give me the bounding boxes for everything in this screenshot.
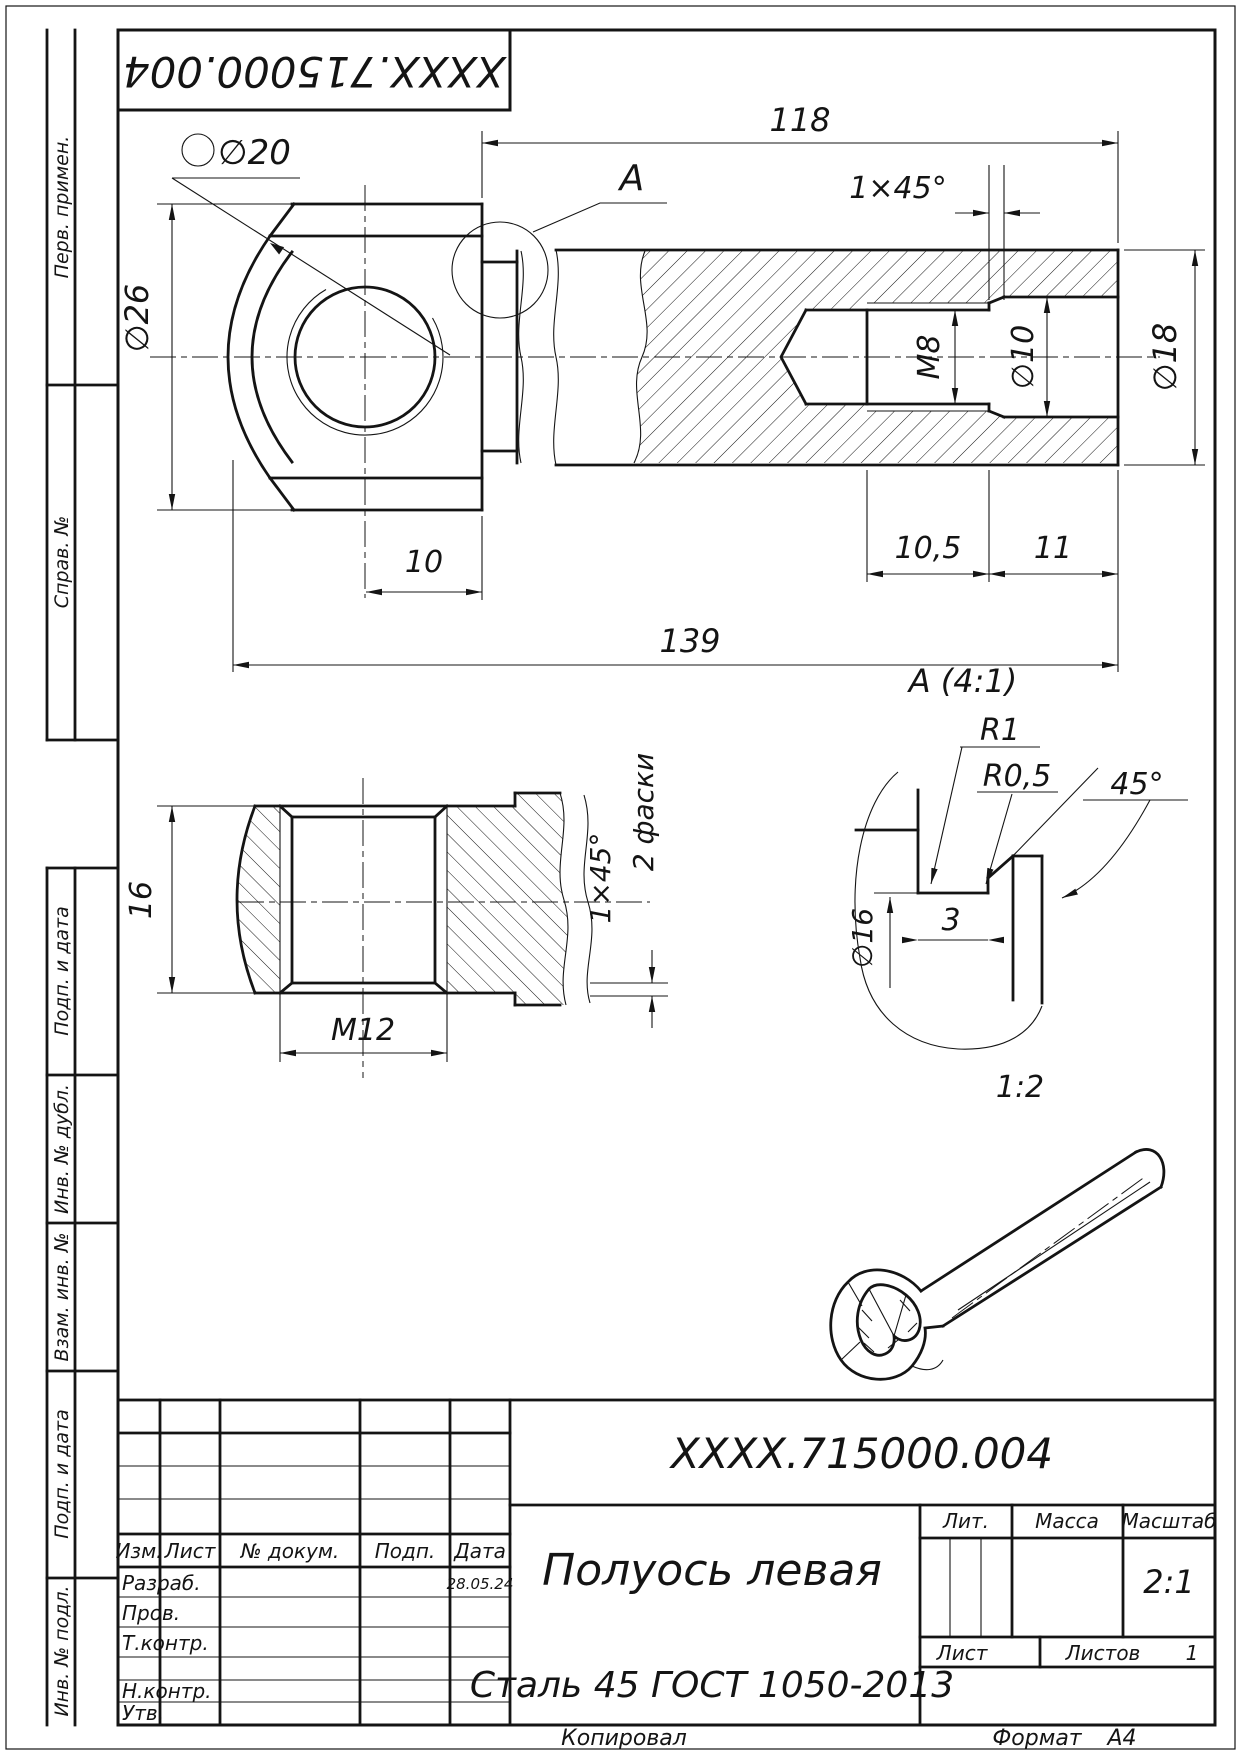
row-nkontr: Н.контр. — [122, 1679, 212, 1703]
top-stamp-designation: XXXX.715000.004 — [123, 47, 507, 96]
view-a-label: A — [618, 158, 645, 199]
main-dim-lines — [157, 131, 1205, 672]
top-stamp: XXXX.715000.004 — [116, 28, 512, 112]
margin-label-inv-dubl: Инв. № дубл. — [51, 1084, 73, 1214]
tb-sheet-label: Лист — [936, 1641, 989, 1665]
row-tkontr: Т.контр. — [122, 1631, 209, 1655]
detail-view-a: A (4:1) R1 R0,5 45° ∅16 3 — [846, 662, 1188, 1050]
footer-format-value: А4 — [1105, 1726, 1136, 1751]
iso-scale: 1:2 — [996, 1070, 1044, 1105]
sphere-dim-leader: ∅20 — [171, 133, 451, 356]
margin-label-vzam-inv: Взам. инв. № — [51, 1232, 73, 1361]
iso-view: 1:2 — [829, 1070, 1166, 1381]
sheet-frame: Перв. примен. Справ. № Подп. и дата Инв.… — [5, 5, 1236, 1750]
margin-labels: Перв. примен. Справ. № Подп. и дата Инв.… — [51, 136, 73, 1717]
footer-format-label: Формат — [992, 1726, 1082, 1751]
row-prov: Пров. — [122, 1601, 180, 1625]
tb-designation: XXXX.715000.004 — [669, 1429, 1053, 1478]
section-view: 16 M12 1×45° 2 фаски — [124, 753, 668, 1078]
col-izm: Изм. — [115, 1539, 162, 1563]
dim-10: 10 — [405, 545, 443, 580]
date-razrab: 28.05.24 — [447, 1575, 514, 1593]
dim-3: 3 — [941, 903, 960, 938]
dim-sphere-20: ∅20 — [218, 133, 291, 173]
section-dim-texts: 16 M12 1×45° 2 фаски — [124, 753, 660, 1048]
col-dokum: № докум. — [240, 1539, 340, 1563]
dim-m12: M12 — [331, 1013, 395, 1048]
dim-m8: M8 — [912, 335, 947, 380]
dim-d26: ∅26 — [118, 284, 156, 353]
note-2-chamfers: 2 фаски — [627, 753, 660, 871]
title-block: Изм. Лист № докум. Подп. Дата Разраб. Пр… — [115, 1398, 1217, 1727]
col-data: Дата — [453, 1539, 506, 1563]
dim-d16: ∅16 — [846, 908, 879, 968]
tb-scale: 2:1 — [1143, 1563, 1195, 1601]
row-utv: Утв. — [122, 1701, 164, 1725]
margin-label-podp-data-1: Подп. и дата — [51, 906, 73, 1035]
dim-45deg: 45° — [1110, 767, 1163, 802]
dim-r1: R1 — [980, 713, 1020, 748]
margin-label-perv-primen: Перв. примен. — [51, 136, 73, 279]
footer-kopiroval: Копировал — [561, 1726, 687, 1751]
tb-massa: Масса — [1035, 1509, 1099, 1533]
margin-label-podp-data-2: Подп. и дата — [51, 1409, 73, 1538]
dim-d18: ∅18 — [1146, 323, 1184, 392]
tb-lit: Лит. — [942, 1509, 989, 1533]
detail-title: A (4:1) — [907, 662, 1018, 700]
dim-d10: ∅10 — [1006, 325, 1041, 389]
main-view: ∅20 118 1×45° A ∅26 — [118, 101, 1205, 672]
sphere-symbol-icon — [181, 133, 215, 167]
tb-sheets-label: Листов — [1065, 1641, 1141, 1665]
tb-part-name: Полуось левая — [542, 1545, 882, 1596]
footer: Копировал Формат А4 — [561, 1726, 1136, 1751]
tb-material: Сталь 45 ГОСТ 1050-2013 — [470, 1665, 954, 1706]
margin-label-sprav-no: Справ. № — [51, 516, 73, 608]
col-list: Лист — [164, 1539, 217, 1563]
tb-sheets-value: 1 — [1186, 1641, 1199, 1665]
col-podp: Подп. — [375, 1539, 436, 1563]
dim-r05: R0,5 — [983, 759, 1052, 794]
row-razrab: Разраб. — [122, 1571, 201, 1595]
dim-16: 16 — [124, 881, 159, 919]
dim-chamfer-section: 1×45° — [584, 833, 617, 924]
dim-139: 139 — [659, 622, 720, 660]
detail-dim-texts: A (4:1) R1 R0,5 45° ∅16 3 — [846, 662, 1164, 968]
dim-10-5: 10,5 — [895, 531, 962, 566]
dim-chamfer-main: 1×45° — [849, 171, 946, 206]
tb-masshtab: Масштаб — [1121, 1509, 1216, 1533]
title-block-texts: Изм. Лист № докум. Подп. Дата Разраб. Пр… — [115, 1429, 1216, 1725]
main-dim-texts: 118 1×45° A ∅26 M8 ∅10 ∅18 10 10,5 11 13… — [118, 101, 1184, 660]
dim-11: 11 — [1034, 531, 1072, 566]
dim-118: 118 — [769, 101, 830, 139]
margin-label-inv-podl: Инв. № подл. — [51, 1585, 73, 1716]
